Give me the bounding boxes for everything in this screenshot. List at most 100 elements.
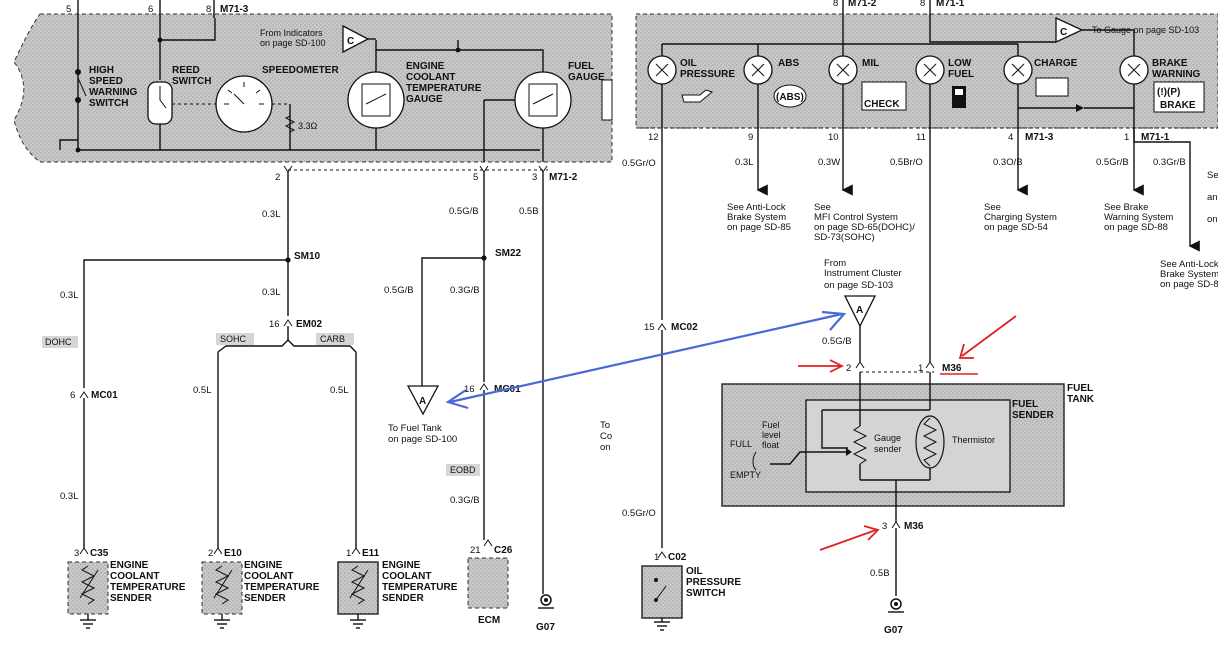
fuel-gauge-icon [514,71,572,129]
pin-11: 11 [916,132,926,143]
gauge-sender-label-2: sender [874,444,902,454]
em02-pin: 16 [269,319,280,330]
red-arrow-2 [958,315,1017,359]
cluster-right-pin-8a: 8 [833,0,838,9]
connector-a-left [406,385,440,416]
wire-05GB-right: 0.5G/B [822,336,852,347]
e11-label-4: SENDER [382,593,424,604]
e11-label: E11 [362,548,380,559]
m36-pin-2: 2 [846,363,851,374]
check-engine-icon: CHECK [864,99,900,110]
e10-pin: 2 [208,548,213,559]
high-speed-switch-label-4: SWITCH [89,98,128,109]
battery-icon [1035,77,1069,97]
abs2-see-2: Brake System [1160,269,1218,280]
wire-pin-3: 3 [532,172,537,183]
cluster-left-connector-c: C [347,36,354,47]
e10-label-1: ENGINE [244,560,283,571]
engine-coolant-gauge-icon [347,71,405,129]
connector-a-right [843,295,877,328]
pin-12: 12 [648,132,659,143]
reed-switch-label-2: SWITCH [172,76,211,87]
red-arrow-3 [819,525,880,551]
wire-03OB: 0.3O/B [993,157,1023,168]
wire-label-05GB-b: 0.5G/B [384,285,414,296]
coolant-sender-e11: 1 E11 ENGINE COOLANT TEMPERATURE SENDER [337,547,458,629]
splice-sm10: SM10 [294,251,321,262]
oil-can-icon [681,89,714,103]
abs-see-1: See Anti-Lock [727,202,786,213]
ops-label-1: OIL [686,566,703,577]
wire-05GrO-b: 0.5Gr/O [622,508,656,519]
wire-05B-right: 0.5B [870,568,890,579]
instrument-cluster-right: 8 M71-2 8 M71-1 C To Gauge on page SD-10… [635,0,1218,129]
e10-label: E10 [224,548,242,559]
wire-pin-5: 5 [473,172,478,183]
float-label-3: float [762,440,780,450]
chg-see-1: See [984,202,1001,213]
brake-lamp-label-2: WARNING [1152,69,1201,80]
pin-4: 4 [1008,132,1013,143]
cluster-right-m71-1: M71-1 [936,0,965,9]
wire-03GrB: 0.3Gr/B [1153,157,1186,168]
fuel-tank-label-2: TANK [1067,394,1095,405]
connector-a-left-label: A [419,396,426,407]
sohc-tag: SOHC [220,334,247,344]
charge-lamp: CHARGE [1003,55,1078,97]
fuel-sender [805,399,1011,493]
ecm-label: ECM [478,615,500,626]
connector-m36b: M36 [904,521,924,532]
chg-see-2: Charging System [984,212,1057,223]
wire-03L-right: 0.3L [735,157,754,168]
oil-lamp-label-2: PRESSURE [680,69,735,80]
fuel-sender-label-1: FUEL [1012,399,1038,410]
c35-label-4: SENDER [110,593,152,604]
wire-label-03GB-b: 0.3G/B [450,495,480,506]
low-fuel-label-2: FUEL [948,69,974,80]
speedometer-label: SPEEDOMETER [262,65,339,76]
m36b-pin: 3 [882,521,887,532]
c35-label-3: TEMPERATURE [110,582,186,593]
brake-warning-lamp: BRAKE WARNING (!)(P) BRAKE [1119,55,1205,113]
coolant-sender-e10: 2 E10 ENGINE COOLANT TEMPERATURE SENDER [201,547,320,629]
c35-label: C35 [90,548,109,559]
cut-see-1: Se [1207,170,1218,181]
high-speed-switch-label-3: WARNING [89,87,138,98]
wire-label-03L-d: 0.3L [60,491,79,502]
to-fuel-tank-text: To Fuel Tank [388,423,442,434]
float-empty-label: EMPTY [730,470,761,480]
ecm-box [467,557,509,609]
high-speed-switch-label-2: SPEED [89,76,123,87]
instrument-cluster-left: 5 6 8 M71-3 HIGH SPEED WARNING SWITCH RE… [13,0,613,163]
pin-10: 10 [828,132,839,143]
wire-label-03GB: 0.3G/B [450,285,480,296]
thermistor-label: Thermistor [952,435,995,445]
from-ic-2: Instrument Cluster [824,268,902,279]
fuel-sender-label-2: SENDER [1012,410,1054,421]
coolant-sender-c35: 3 C35 ENGINE COOLANT TEMPERATURE SENDER [67,547,186,629]
fuel-gauge-label-1: FUEL [568,61,594,72]
pin-1: 1 [1124,132,1129,143]
brk-see-3: on page SD-88 [1104,222,1168,233]
connector-em02: EM02 [296,319,323,330]
mfi-see-2: MFI Control System [814,212,898,223]
cut-text-2: Co [600,431,612,442]
coolant-gauge-label-1: ENGINE [406,61,445,72]
low-fuel-lamp: LOW FUEL [915,55,974,108]
brk-see-2: Warning System [1104,212,1173,223]
float-label-2: level [762,430,781,440]
wire-label-05L-a: 0.5L [193,385,212,396]
e11-label-1: ENGINE [382,560,421,571]
e11-pin: 1 [346,548,351,559]
connector-c26: C26 [494,545,513,556]
wire-label-03L-c: 0.3L [262,287,281,298]
c35-label-2: COOLANT [110,571,159,582]
float-label-1: Fuel [762,420,780,430]
cut-see-2: an [1207,192,1218,203]
cluster-right-m71-2: M71-2 [848,0,877,9]
coolant-gauge-label-2: COOLANT [406,72,455,83]
cluster-right-connector-c: C [1060,27,1067,38]
e10-label-2: COOLANT [244,571,293,582]
mil-lamp: MIL CHECK [828,55,907,111]
cluster-left-connector-m71-3: M71-3 [220,4,249,15]
